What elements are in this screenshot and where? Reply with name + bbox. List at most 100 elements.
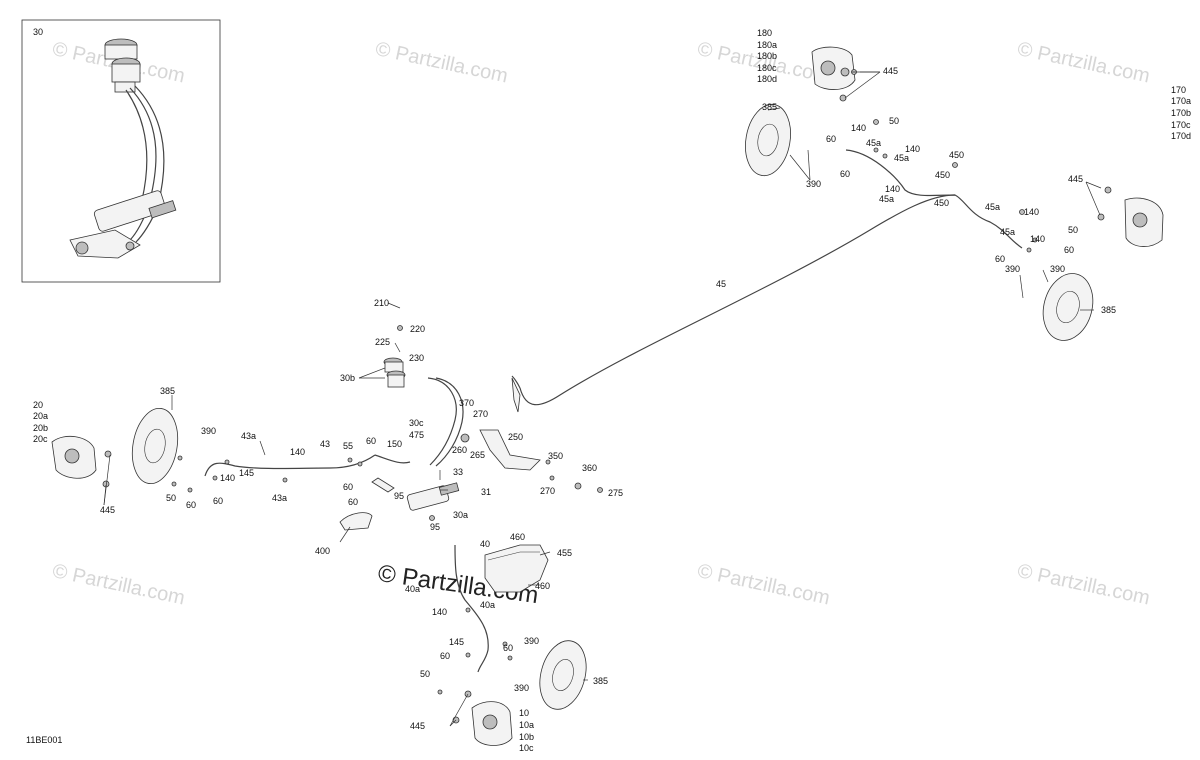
- callout: 33: [453, 467, 463, 477]
- callout: 140: [1024, 207, 1039, 217]
- callout: 60: [440, 651, 450, 661]
- callout: 20b: [33, 423, 48, 433]
- callout: 45a: [894, 153, 909, 163]
- callout: 460: [510, 532, 525, 542]
- brake-line-front-right: [845, 149, 1023, 249]
- callout: 385: [593, 676, 608, 686]
- callout: 60: [366, 436, 376, 446]
- callout: 60: [348, 497, 358, 507]
- callout: 260: [452, 445, 467, 455]
- callout: 390: [524, 636, 539, 646]
- master-cylinder: [339, 357, 464, 531]
- callout: 40a: [480, 600, 495, 610]
- caliper-front-left: [811, 46, 857, 102]
- brake-line-45: [519, 194, 956, 406]
- callout: 60: [995, 254, 1005, 264]
- callout: 140: [851, 123, 866, 133]
- brake-disc-right: [1042, 273, 1094, 341]
- callout: 180a: [757, 40, 777, 50]
- callout: 40a: [405, 584, 420, 594]
- callout: 140: [220, 473, 235, 483]
- callout: 360: [582, 463, 597, 473]
- callout: 10b: [519, 732, 534, 742]
- callout: 400: [315, 546, 330, 556]
- callout: 450: [934, 198, 949, 208]
- callout: 350: [548, 451, 563, 461]
- callout: 180c: [757, 63, 777, 73]
- callout: 140: [1030, 234, 1045, 244]
- callout: 40: [480, 539, 490, 549]
- diagram-code: 11BE001: [26, 735, 63, 745]
- caliper-rear-right: [452, 690, 513, 746]
- callout: 230: [409, 353, 424, 363]
- callout: 475: [409, 430, 424, 440]
- callout: 60: [186, 500, 196, 510]
- leader-lines: [103, 71, 1102, 727]
- callout: 150: [387, 439, 402, 449]
- callout: 180d: [757, 74, 777, 84]
- callout: 270: [473, 409, 488, 419]
- brake-line-40: [454, 544, 489, 673]
- callout: 50: [1068, 225, 1078, 235]
- callout: 390: [806, 179, 821, 189]
- fasteners: [171, 119, 1038, 695]
- callout: 390: [1050, 264, 1065, 274]
- callout: 170a: [1171, 96, 1191, 106]
- callout: 140: [290, 447, 305, 457]
- callout: 275: [608, 488, 623, 498]
- callout: 55: [343, 441, 353, 451]
- callout: 50: [166, 493, 176, 503]
- callout: 31: [481, 487, 491, 497]
- callout: 460: [535, 581, 550, 591]
- callout: 50: [889, 116, 899, 126]
- callout: 385: [160, 386, 175, 396]
- callout: 170d: [1171, 131, 1191, 141]
- callout: 95: [430, 522, 440, 532]
- callout: 180: [757, 28, 772, 38]
- callout: 10: [519, 708, 529, 718]
- callout: 60: [840, 169, 850, 179]
- callout: 20c: [33, 434, 48, 444]
- callout: 43a: [272, 493, 287, 503]
- callout: 10c: [519, 743, 534, 753]
- caliper-front-right: [1097, 186, 1164, 247]
- callout: 30a: [453, 510, 468, 520]
- callout: 170b: [1171, 108, 1191, 118]
- brake-disc-top-right: [745, 103, 791, 177]
- callout-labels: 180 180a 180b 180c 180d 445 385 140 50 6…: [33, 28, 1191, 753]
- callout: 450: [949, 150, 964, 160]
- brake-disc-left: [131, 407, 179, 485]
- brake-line-43: [204, 454, 376, 477]
- callout: 20: [33, 400, 43, 410]
- callout: 450: [935, 170, 950, 180]
- callout: 140: [432, 607, 447, 617]
- callout: 60: [343, 482, 353, 492]
- callout: 45a: [879, 194, 894, 204]
- callout: 60: [213, 496, 223, 506]
- callout: 250: [508, 432, 523, 442]
- callout: 265: [470, 450, 485, 460]
- callout: 43: [320, 439, 330, 449]
- callout: 60: [826, 134, 836, 144]
- callout: 10a: [519, 720, 534, 730]
- callout: 170c: [1171, 120, 1191, 130]
- inset-master-cylinder: [69, 38, 177, 259]
- callout: 20a: [33, 411, 48, 421]
- callout: 45a: [985, 202, 1000, 212]
- inset-label: 30: [33, 27, 44, 37]
- brake-disc-bottom: [539, 640, 587, 710]
- callout: 140: [885, 184, 900, 194]
- callout: 390: [1005, 264, 1020, 274]
- callout: 445: [1068, 174, 1083, 184]
- callout: 210: [374, 298, 389, 308]
- inset-frame: [21, 19, 221, 283]
- callout: 445: [100, 505, 115, 515]
- callout: 50: [420, 669, 430, 679]
- callout: 145: [449, 637, 464, 647]
- callout: 390: [201, 426, 216, 436]
- brake-reservoir: [484, 544, 549, 593]
- callout: 45a: [866, 138, 881, 148]
- callout: 95: [394, 491, 404, 501]
- callout: 220: [410, 324, 425, 334]
- callout: 145: [239, 468, 254, 478]
